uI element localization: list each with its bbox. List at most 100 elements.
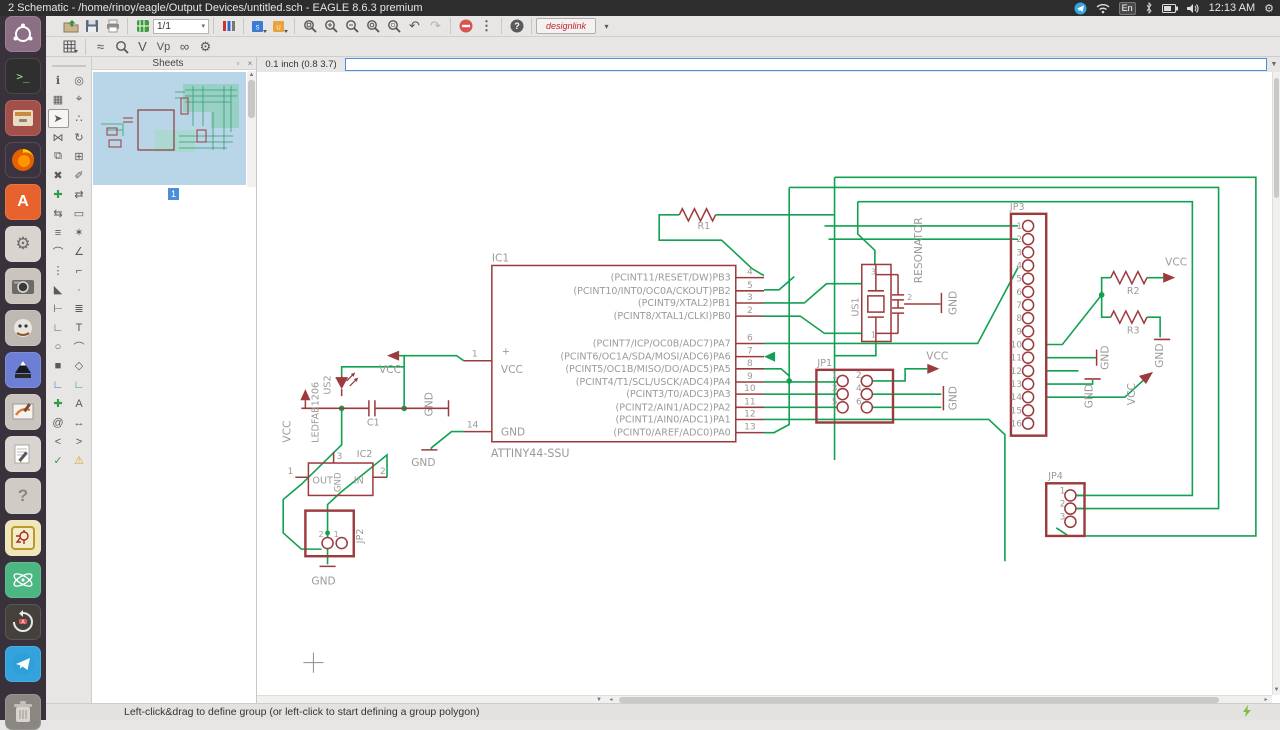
sheet-selector[interactable]: 1/1▾	[153, 19, 209, 34]
rotate-tool[interactable]: ↻	[69, 128, 90, 147]
net-tool[interactable]: ∟	[69, 375, 90, 394]
grid-icon[interactable]	[60, 38, 81, 56]
designlink-dropdown[interactable]: ▾	[596, 17, 617, 35]
telegram-tray-icon[interactable]	[1074, 2, 1087, 15]
zoom-in-icon[interactable]	[320, 17, 341, 35]
battery-icon[interactable]	[1162, 4, 1178, 13]
gateswap-tool[interactable]: ⇆	[48, 204, 69, 223]
wire-tool[interactable]: ⌐	[69, 261, 90, 280]
launcher-item-software-updater[interactable]: A	[5, 604, 41, 640]
launcher-item-trash[interactable]	[5, 694, 41, 730]
mirror-tool[interactable]: ⋈	[48, 128, 69, 147]
paste-tool[interactable]: ⊞	[69, 147, 90, 166]
value-tool[interactable]: ≡	[48, 223, 69, 242]
launcher-item-firefox[interactable]	[5, 142, 41, 178]
label-tool[interactable]: A	[69, 394, 90, 413]
bus-entry-tool[interactable]: ⊢	[48, 299, 69, 318]
circle-tool[interactable]: ○	[48, 337, 69, 356]
visibility-alt-tool-icon[interactable]: Vp	[153, 38, 174, 56]
script-icon[interactable]: S	[248, 17, 269, 35]
go-icon[interactable]: ⋮	[476, 17, 497, 35]
panel-close-icon[interactable]: ×	[244, 59, 256, 68]
split-tool[interactable]: ∠	[69, 242, 90, 261]
net-line-tool[interactable]: ∟	[48, 318, 69, 337]
help-icon[interactable]: ?	[506, 17, 527, 35]
wave-tool-icon[interactable]: ≈	[90, 38, 111, 56]
bus-tool[interactable]: ∟	[48, 375, 69, 394]
save-icon[interactable]	[81, 17, 102, 35]
rect-tool[interactable]: ■	[48, 356, 69, 375]
launcher-item-mypaint[interactable]	[5, 394, 41, 430]
canvas-hscrollbar[interactable]: ▼ ◂ ▸	[257, 695, 1272, 703]
launcher-item-eagle[interactable]	[5, 520, 41, 556]
arc-tool[interactable]: ⌒	[69, 337, 90, 356]
group-tool[interactable]: ➤	[48, 109, 69, 128]
session-gear-icon[interactable]: ⚙	[1264, 2, 1274, 15]
text-tool[interactable]: T	[69, 318, 90, 337]
designlink-button[interactable]: designlink	[536, 18, 596, 34]
launcher-item-settings[interactable]: ⚙	[5, 226, 41, 262]
layers-icon[interactable]	[218, 17, 239, 35]
panel-float-icon[interactable]: ▫	[232, 59, 244, 68]
label-lines-tool[interactable]: ≣	[69, 299, 90, 318]
change-tool[interactable]: ✐	[69, 166, 90, 185]
launcher-item-unknown[interactable]: ?	[5, 478, 41, 514]
keyboard-layout-indicator[interactable]: En	[1119, 2, 1136, 15]
launcher-item-gimp[interactable]	[5, 310, 41, 346]
zoom-select-icon[interactable]	[383, 17, 404, 35]
dimension-tool[interactable]: ↔	[69, 413, 90, 432]
junction-tool[interactable]: ✚	[48, 394, 69, 413]
wifi-icon[interactable]	[1096, 3, 1110, 14]
attribute-tool[interactable]: @	[48, 413, 69, 432]
zoom-out-icon[interactable]	[341, 17, 362, 35]
zoom-redraw-icon[interactable]	[362, 17, 383, 35]
panel-scrollbar[interactable]: ▲	[247, 71, 256, 187]
hscroll-extra-button[interactable]: ▼	[593, 697, 605, 703]
undo-icon[interactable]: ↶	[404, 17, 425, 35]
pinswap-tool[interactable]: ⇄	[69, 185, 90, 204]
volume-icon[interactable]	[1187, 3, 1200, 14]
name-tool[interactable]: ▭	[69, 204, 90, 223]
open-icon[interactable]	[60, 17, 81, 35]
print-icon[interactable]	[102, 17, 123, 35]
smash-tool[interactable]: ✶	[69, 223, 90, 242]
launcher-item-telegram[interactable]	[5, 646, 41, 682]
settings-gear-icon[interactable]: ⚙	[195, 38, 216, 56]
command-line-input[interactable]	[345, 58, 1267, 71]
move-tool[interactable]: ∴	[69, 109, 90, 128]
tag-open-tool[interactable]: <	[48, 432, 69, 451]
display-tool[interactable]: ▦	[48, 90, 69, 109]
add-part-tool[interactable]: ✚	[48, 185, 69, 204]
canvas-vscrollbar[interactable]: ▼	[1272, 72, 1280, 695]
polygon-tool[interactable]: ◇	[69, 356, 90, 375]
zoom-fit-icon[interactable]	[299, 17, 320, 35]
sheet-number-badge[interactable]: 1	[168, 188, 179, 200]
launcher-item-screenshot[interactable]	[5, 268, 41, 304]
copy-tool[interactable]: ⧉	[48, 147, 69, 166]
ulp-icon[interactable]: U	[269, 17, 290, 35]
sheet-thumbnail[interactable]	[93, 72, 246, 190]
dot-tool[interactable]: ·	[69, 280, 90, 299]
polygon-corner-tool[interactable]: ◣	[48, 280, 69, 299]
mark-tool[interactable]: ⌖	[69, 90, 90, 109]
show-tool[interactable]: ◎	[69, 71, 90, 90]
redo-icon[interactable]: ↷	[425, 17, 446, 35]
info-tool[interactable]: ℹ	[48, 71, 69, 90]
delete-tool[interactable]: ✖	[48, 166, 69, 185]
clock[interactable]: 12:13 AM	[1209, 2, 1255, 14]
bluetooth-icon[interactable]	[1145, 2, 1153, 14]
launcher-item-amazon[interactable]: A	[5, 184, 41, 220]
stop-icon[interactable]	[455, 17, 476, 35]
launcher-item-atom[interactable]	[5, 562, 41, 598]
launcher-item-files[interactable]	[5, 100, 41, 136]
invoke-tool[interactable]: ⋮	[48, 261, 69, 280]
launcher-item-dash[interactable]	[5, 16, 41, 52]
hscroll-right-arrow[interactable]: ▸	[1260, 696, 1272, 703]
launcher-item-text-editor[interactable]	[5, 436, 41, 472]
miter-tool[interactable]: ⌒	[48, 242, 69, 261]
board-editor-icon[interactable]	[132, 17, 153, 35]
visibility-tool-icon[interactable]: V	[132, 38, 153, 56]
command-history-dropdown[interactable]: ▼	[1268, 61, 1280, 68]
launcher-item-inkscape[interactable]	[5, 352, 41, 388]
launcher-item-terminal[interactable]: >_	[5, 58, 41, 94]
